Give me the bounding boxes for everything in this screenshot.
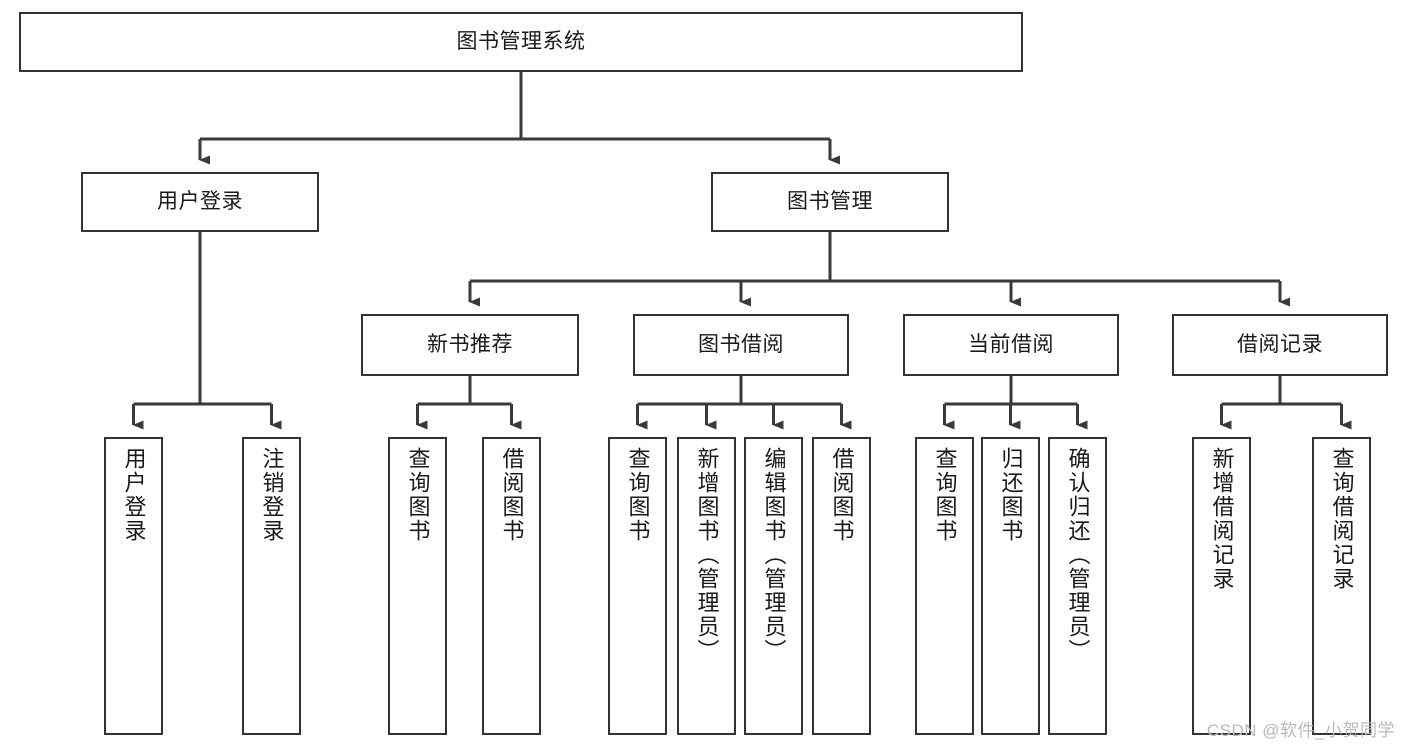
node-leaf10[interactable]: 归还图书 [981, 437, 1040, 735]
node-leaf5[interactable]: 查询图书 [608, 437, 667, 735]
node-label: 新增借阅记录 [1209, 447, 1235, 591]
node-leaf9[interactable]: 查询图书 [915, 437, 974, 735]
node-label: 当前借阅 [968, 333, 1054, 357]
node-leaf6[interactable]: 新增图书（管理员） [677, 437, 736, 735]
node-label: 图书借阅 [698, 333, 784, 357]
node-label: 借阅图书 [499, 447, 525, 543]
node-leaf13[interactable]: 查询借阅记录 [1312, 437, 1371, 735]
node-label: 查询借阅记录 [1329, 447, 1355, 591]
node-bookmgmt[interactable]: 图书管理 [711, 172, 949, 232]
node-newbook[interactable]: 新书推荐 [361, 314, 579, 376]
node-leaf3[interactable]: 查询图书 [388, 437, 447, 735]
node-label: 查询图书 [405, 447, 431, 543]
node-label: 查询图书 [932, 447, 958, 543]
node-label: 借阅图书 [829, 447, 855, 543]
node-label: 用户登录 [121, 447, 147, 543]
node-label: 图书管理 [787, 190, 873, 214]
node-label: 借阅记录 [1237, 333, 1323, 357]
node-label: 新书推荐 [427, 333, 513, 357]
node-records[interactable]: 借阅记录 [1172, 314, 1388, 376]
node-leaf4[interactable]: 借阅图书 [482, 437, 541, 735]
node-login[interactable]: 用户登录 [81, 172, 319, 232]
node-borrow[interactable]: 图书借阅 [633, 314, 849, 376]
node-label: 图书管理系统 [456, 30, 586, 54]
node-current[interactable]: 当前借阅 [903, 314, 1119, 376]
node-label: 查询图书 [625, 447, 651, 543]
node-label: 新增图书（管理员） [694, 447, 720, 663]
csdn-watermark: CSDN @软件_小贺同学 [1206, 721, 1395, 740]
node-leaf1[interactable]: 用户登录 [104, 437, 163, 735]
node-label: 用户登录 [157, 190, 243, 214]
node-leaf11[interactable]: 确认归还（管理员） [1048, 437, 1107, 735]
node-label: 归还图书 [998, 447, 1024, 543]
node-leaf8[interactable]: 借阅图书 [812, 437, 871, 735]
node-label: 注销登录 [259, 447, 285, 543]
node-root[interactable]: 图书管理系统 [19, 12, 1023, 72]
node-leaf7[interactable]: 编辑图书（管理员） [744, 437, 803, 735]
node-leaf2[interactable]: 注销登录 [242, 437, 301, 735]
node-label: 编辑图书（管理员） [761, 447, 787, 663]
node-leaf12[interactable]: 新增借阅记录 [1192, 437, 1251, 735]
node-label: 确认归还（管理员） [1065, 447, 1091, 663]
